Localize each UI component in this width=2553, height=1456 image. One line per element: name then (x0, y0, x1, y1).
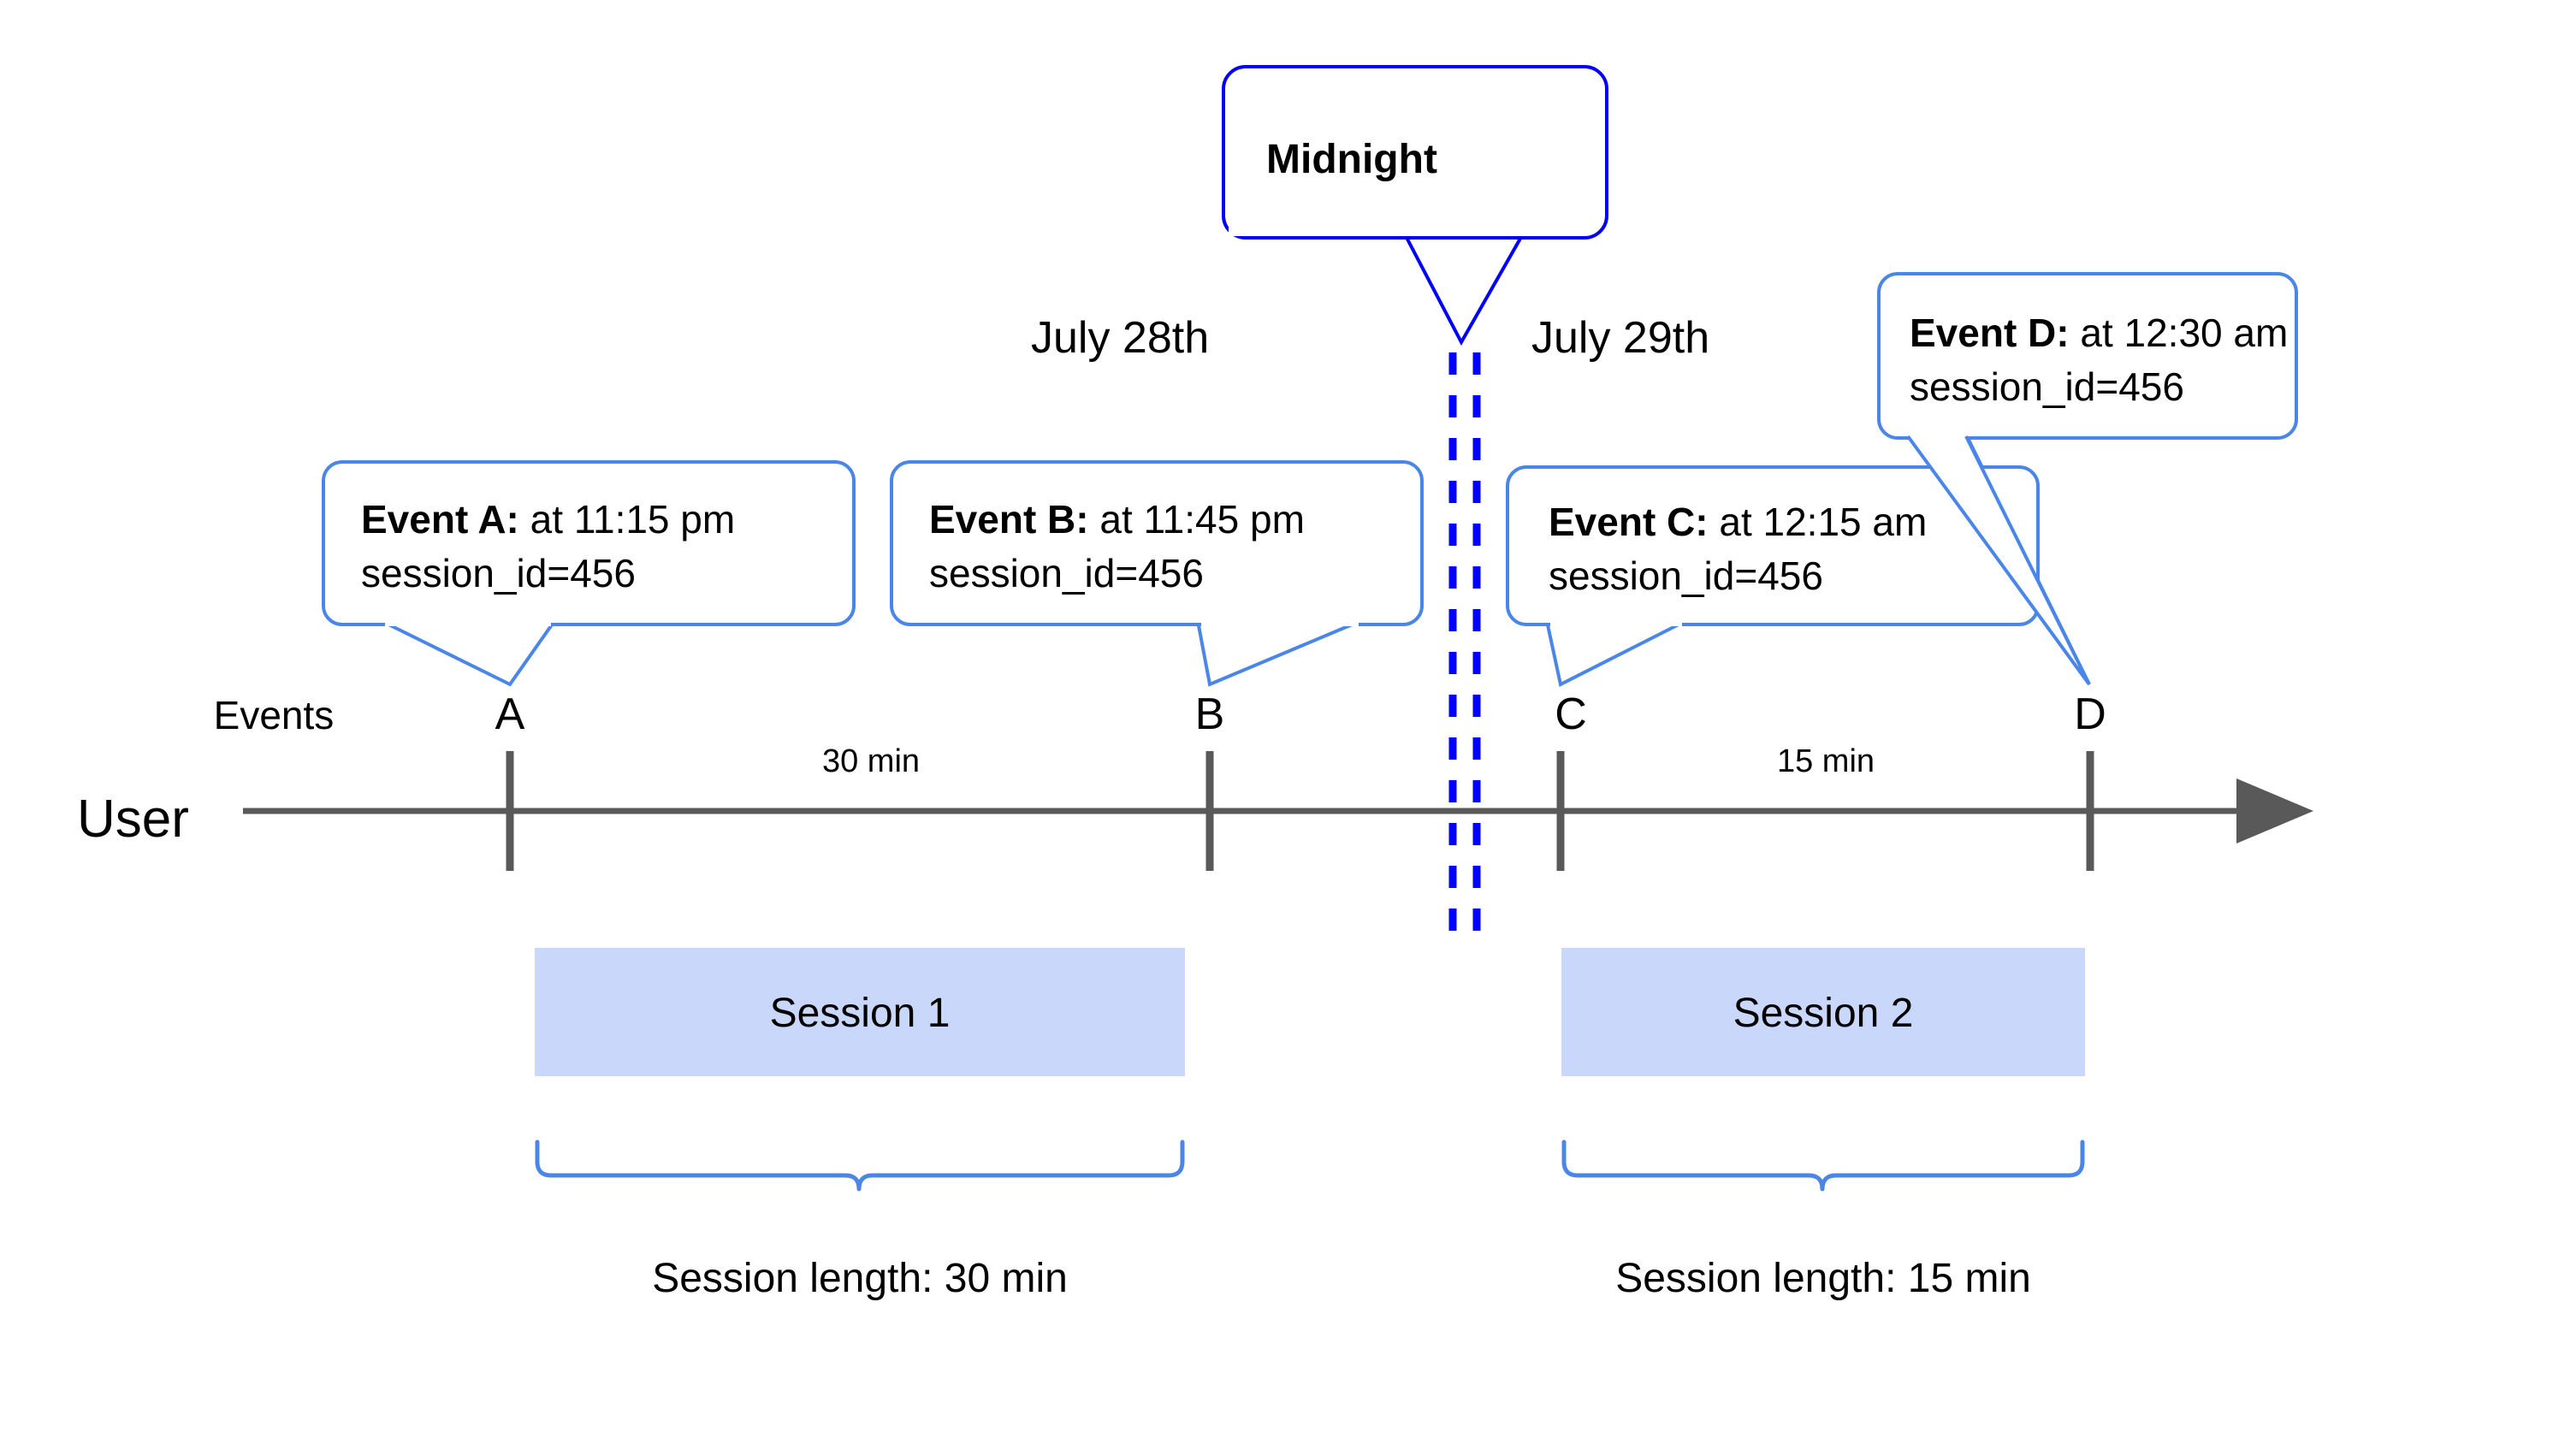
session-2-brace (1561, 1139, 2085, 1192)
tick-label-d: D (2074, 690, 2106, 739)
event-callout-a-tail-mask (385, 613, 551, 626)
event-callout-c[interactable]: Event C: at 12:15 am session_id=456 (1506, 465, 2040, 687)
event-callout-b-title: Event B: (929, 497, 1089, 542)
midnight-callout-box (1222, 65, 1608, 240)
duration-label-a-to-b: 30 min (822, 743, 920, 779)
event-callout-b-detail: at 11:45 pm (1089, 497, 1305, 542)
event-callout-a-line2: session_id=456 (361, 551, 636, 595)
session-1-rect (535, 948, 1185, 1076)
midnight-callout[interactable]: Midnight (1222, 65, 1608, 346)
session-1-brace (535, 1139, 1185, 1192)
tick-label-c: C (1555, 690, 1587, 739)
event-callout-a-line1: Event A: at 11:15 pm (361, 497, 735, 542)
event-callout-c-tail-mask (1550, 613, 1682, 626)
event-callout-b-line1: Event B: at 11:45 pm (929, 497, 1305, 542)
session-2-label: Session 2 (1733, 991, 1914, 1036)
event-callout-c-line1: Event C: at 12:15 am (1549, 500, 1927, 544)
event-callout-d-line1: Event D: at 12:30 am (1910, 311, 2288, 355)
session-2-length-label: Session length: 15 min (1615, 1256, 2031, 1301)
midnight-label: Midnight (1266, 137, 1437, 182)
session-2-group[interactable]: Session 2 Session length: 15 min (1561, 948, 2085, 1301)
event-callout-a-title: Event A: (361, 497, 519, 542)
event-callout-a-detail: at 11:15 pm (519, 497, 735, 542)
event-callout-c-line2: session_id=456 (1549, 553, 1823, 598)
day-label-july-28: July 28th (1031, 313, 1209, 363)
timeline-arrowhead-icon (2236, 778, 2313, 843)
event-callout-d-line2: session_id=456 (1910, 364, 2184, 409)
event-callout-b-line2: session_id=456 (929, 551, 1204, 595)
duration-label-c-to-d: 15 min (1777, 743, 1875, 779)
event-callout-b-tail-mask (1201, 613, 1359, 626)
event-callout-b[interactable]: Event B: at 11:45 pm session_id=456 (890, 460, 1424, 687)
event-callout-c-detail: at 12:15 am (1709, 500, 1928, 544)
session-1-group[interactable]: Session 1 Session length: 30 min (535, 948, 1185, 1301)
event-callout-b-box (890, 460, 1424, 626)
event-callout-c-title: Event C: (1549, 500, 1709, 544)
session-2-rect (1561, 948, 2085, 1076)
event-callout-a-box (322, 460, 856, 626)
event-callout-d-pointer-overlay (1906, 435, 2091, 686)
event-callout-d-detail: at 12:30 am (2070, 311, 2289, 355)
session-1-length-label: Session length: 30 min (652, 1256, 1068, 1301)
lane-label-events: Events (214, 693, 335, 737)
event-callout-a[interactable]: Event A: at 11:15 pm session_id=456 (322, 460, 856, 687)
day-label-july-29: July 29th (1531, 313, 1709, 363)
lane-label-user: User (77, 790, 189, 849)
event-callout-d-pointer-stroke (1906, 435, 2091, 686)
event-callout-c-box (1506, 465, 2040, 626)
tick-label-b: B (1195, 690, 1225, 739)
session-1-label: Session 1 (770, 991, 951, 1036)
timeline-axis (243, 751, 2313, 871)
event-callout-d-box (1877, 272, 2298, 440)
event-callout-d-title: Event D: (1910, 311, 2070, 355)
midnight-tail-mask (1229, 224, 1519, 236)
midnight-divider (1448, 352, 1481, 931)
tick-label-a: A (495, 690, 525, 739)
